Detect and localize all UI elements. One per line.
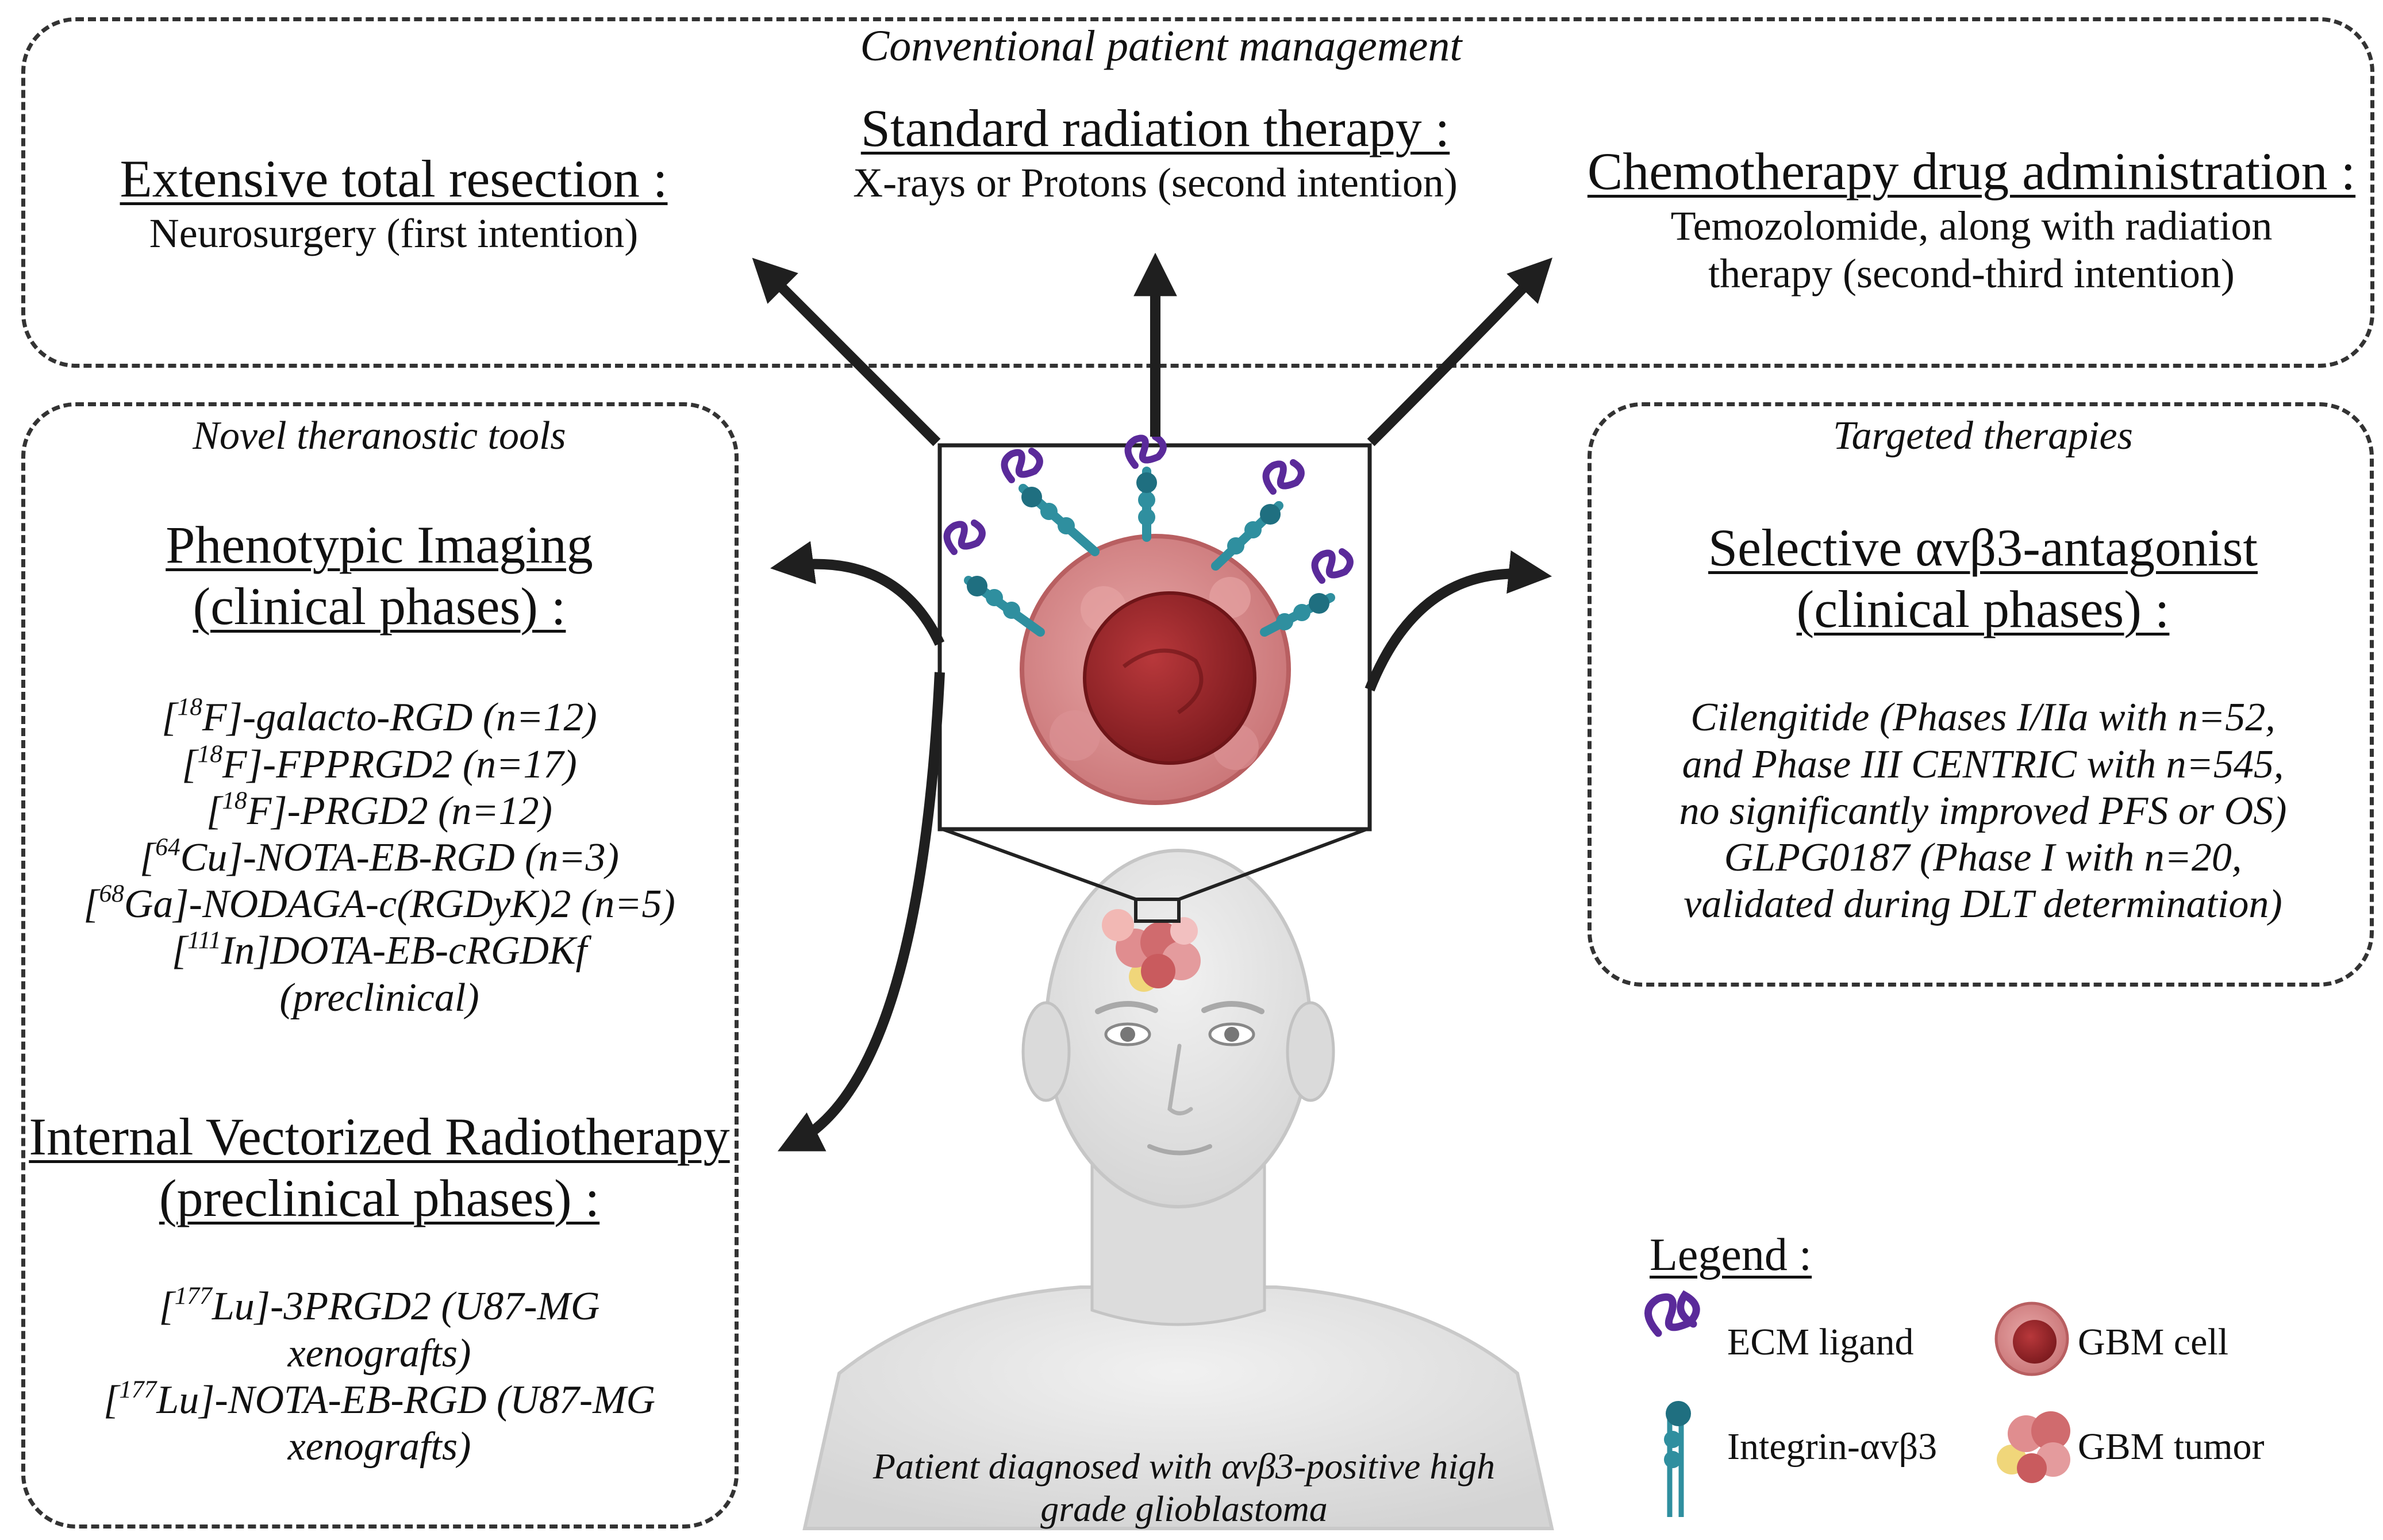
chemo-body-line-1: Temozolomide, along with radiation xyxy=(1670,202,2273,249)
mouth xyxy=(1147,1144,1212,1156)
resection-title: Extensive total resection : xyxy=(120,149,668,208)
targeted-line: GLPG0187 (Phase I with n=20, xyxy=(1724,836,2242,880)
arrow-to-imaging xyxy=(770,541,945,646)
imaging-title-line-1: Phenotypic Imaging xyxy=(166,515,593,574)
resection-body: Neurosurgery (first intention) xyxy=(149,210,639,256)
radiation-block: Standard radiation therapy : X-rays or P… xyxy=(747,98,1563,207)
targeted-line: Cilengitide (Phases I/IIa with n=52, xyxy=(1690,695,2276,740)
legend-gbm-tumor-icon xyxy=(1997,1411,2070,1483)
neck xyxy=(1090,1159,1266,1326)
conventional-caption: Conventional patient management xyxy=(860,22,1462,70)
imaging-item-tail: (preclinical) xyxy=(279,975,479,1020)
chemo-title: Chemotherapy drug administration : xyxy=(1587,142,2356,201)
radiation-body: X-rays or Protons (second intention) xyxy=(853,159,1458,206)
targeted-box xyxy=(1588,402,2374,987)
radiotherapy-block: Internal Vectorized Radiotherapy (precli… xyxy=(23,1106,736,1470)
targeted-block: Selective αvβ3-antagonist (clinical phas… xyxy=(1592,517,2374,927)
right-eyebrow xyxy=(1201,1001,1264,1014)
radiotherapy-title-line-1: Internal Vectorized Radiotherapy xyxy=(29,1107,730,1166)
imaging-item: [18F]-FPPRGD2 (n=17) xyxy=(182,740,577,787)
radiotherapy-item: [177Lu]-NOTA-EB-RGD (U87-MG xyxy=(103,1375,656,1422)
imaging-item: [18F]-galacto-RGD (n=12) xyxy=(162,693,597,740)
imaging-block: Phenotypic Imaging (clinical phases) : [… xyxy=(23,514,736,1021)
arrow-to-radiotherapy xyxy=(777,672,945,1152)
inset-integrins xyxy=(943,433,1354,637)
arrows xyxy=(752,252,1552,1152)
targeted-line: and Phase III CENTRIC with n=545, xyxy=(1682,742,2284,787)
targeted-line: no significantly improved PFS or OS) xyxy=(1679,788,2287,833)
theranostic-caption: Novel theranostic tools xyxy=(193,414,566,458)
arrow-to-resection xyxy=(752,257,941,446)
head-tumor xyxy=(1102,909,1201,992)
theranostic-box xyxy=(21,402,739,1529)
legend-integrin-icon xyxy=(1664,1401,1691,1517)
radiotherapy-item-cont: xenografts) xyxy=(287,1331,471,1376)
arrow-to-chemo xyxy=(1367,257,1552,446)
imaging-item: [18F]-PRGD2 (n=12) xyxy=(206,786,552,833)
patient-caption: Patient diagnosed with αvβ3-positive hig… xyxy=(873,1446,1496,1530)
targeted-title-line-2: (clinical phases) : xyxy=(1796,579,2170,638)
zoom-region xyxy=(1134,898,1181,923)
resection-block: Extensive total resection : Neurosurgery… xyxy=(46,148,741,257)
inset-gbm-cell xyxy=(1020,534,1291,805)
legend-gbm-cell-icon xyxy=(1994,1302,2069,1376)
radiation-title: Standard radiation therapy : xyxy=(860,99,1450,157)
legend-gbm-tumor-label: GBM tumor xyxy=(2078,1426,2265,1468)
radiotherapy-title-line-2: (preclinical phases) : xyxy=(159,1168,600,1227)
targeted-caption: Targeted therapies xyxy=(1833,414,2133,458)
patient-figure xyxy=(802,849,1554,1530)
left-eyebrow xyxy=(1095,1001,1158,1014)
legend-title: Legend : xyxy=(1650,1230,1812,1280)
imaging-item: [64Cu]-NOTA-EB-RGD (n=3) xyxy=(140,833,619,880)
legend-ecm-icon xyxy=(1644,1290,1700,1337)
legend-integrin-label: Integrin-αvβ3 xyxy=(1727,1426,1938,1468)
nose xyxy=(1167,1044,1193,1115)
targeted-line: validated during DLT determination) xyxy=(1684,882,2282,927)
shoulders xyxy=(802,1285,1554,1530)
chemo-block: Chemotherapy drug administration : Temoz… xyxy=(1575,141,2368,298)
imaging-title-line-2: (clinical phases) : xyxy=(193,576,566,636)
left-ear xyxy=(1021,1001,1071,1102)
targeted-title-line-1: Selective αvβ3-antagonist xyxy=(1708,518,2258,577)
legend-gbm-cell-label: GBM cell xyxy=(2078,1321,2229,1363)
legend-ecm-label: ECM ligand xyxy=(1727,1321,1914,1363)
imaging-item: [68Ga]-NODAGA-c(RGDyK)2 (n=5) xyxy=(83,880,675,927)
imaging-item: [111In]DOTA-EB-cRGDKf xyxy=(171,926,587,973)
radiotherapy-item: [177Lu]-3PRGD2 (U87-MG xyxy=(159,1282,600,1329)
arrow-to-targeted xyxy=(1365,550,1552,692)
conventional-box xyxy=(21,17,2374,368)
chemo-body-line-2: therapy (second-third intention) xyxy=(1708,251,2235,297)
radiotherapy-item-cont: xenografts) xyxy=(287,1424,471,1469)
right-ear xyxy=(1286,1001,1335,1102)
